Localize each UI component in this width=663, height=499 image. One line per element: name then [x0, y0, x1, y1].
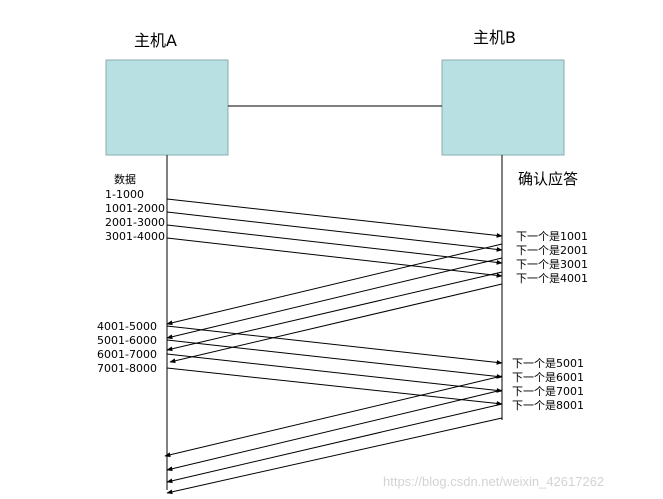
data-arrow [166, 325, 503, 365]
ack-label: 下一个是8001 [512, 399, 584, 412]
ack-label: 下一个是3001 [516, 258, 588, 271]
watermark-text: https://blog.csdn.net/weixin_42617262 [383, 474, 604, 489]
ack-label: 下一个是7001 [512, 385, 584, 398]
send-label: 3001-4000 [105, 230, 165, 243]
data-arrow [166, 353, 503, 393]
data-heading: 数据 [114, 172, 136, 186]
ack-arrow [164, 375, 503, 458]
send-label: 5001-6000 [97, 334, 157, 347]
send-label: 6001-7000 [97, 348, 157, 361]
host-b-box [441, 59, 565, 156]
send-label: 4001-5000 [97, 320, 157, 333]
ack-arrow [166, 257, 503, 340]
data-arrow [166, 198, 503, 238]
ack-label: 下一个是4001 [516, 272, 588, 285]
data-arrow [166, 237, 503, 278]
send-label: 1-1000 [105, 188, 144, 201]
host-a-title: 主机A [134, 31, 177, 50]
ack-label: 下一个是2001 [516, 244, 588, 257]
ack-label: 下一个是6001 [512, 371, 584, 384]
ack-arrow [169, 283, 503, 364]
data-arrow [166, 367, 503, 406]
send-label: 1001-2000 [105, 202, 165, 215]
ack-heading: 确认应答 [518, 170, 578, 188]
ack-arrow [166, 403, 503, 484]
data-arrow [166, 339, 503, 379]
data-arrow [166, 211, 503, 252]
ack-arrow [166, 389, 503, 472]
ack-label: 下一个是1001 [516, 230, 588, 243]
send-label: 7001-8000 [97, 362, 157, 375]
host-a-box [105, 59, 229, 156]
send-label: 2001-3000 [105, 216, 165, 229]
data-arrow [166, 224, 503, 265]
ack-arrow [166, 417, 503, 495]
host-b-title: 主机B [473, 28, 516, 47]
ack-arrow [166, 271, 503, 352]
ack-arrow [166, 243, 503, 326]
ack-label: 下一个是5001 [512, 357, 584, 370]
